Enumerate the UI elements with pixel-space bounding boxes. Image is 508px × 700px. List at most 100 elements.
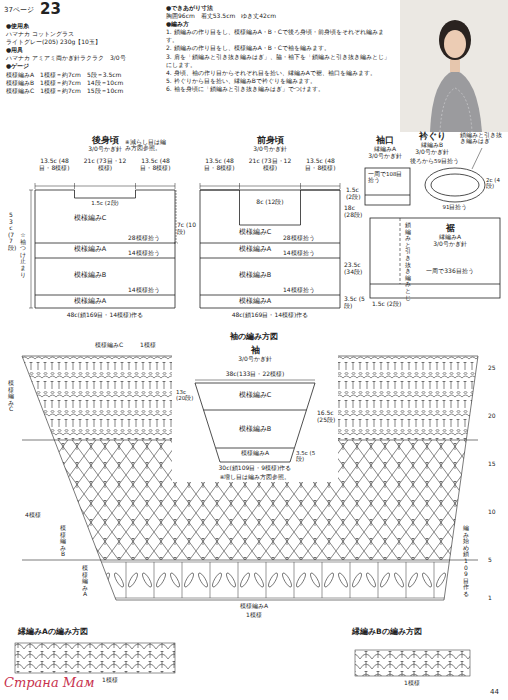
dimension-label: 模様編みB xyxy=(60,525,66,558)
spec-text: 模様編みB 1模様＝約7cm 14段＝10cm xyxy=(6,79,162,87)
spec-text: ライトグレー(205) 230g【10玉】 xyxy=(6,38,162,46)
dimension-label: 模様編みC xyxy=(239,392,272,399)
piece-label: 裾縁編みA3/0号かぎ針 xyxy=(433,224,467,248)
dimension-label: 23.5c (34段) xyxy=(344,262,366,276)
dimension-label: 15 xyxy=(488,461,496,468)
spec-text: 3. 肩を「鎖編みと引き抜き編みはぎ」、脇・袖下を「鎖編みと引き抜き編みとじ」に… xyxy=(166,53,394,69)
dimension-label: 1模様 xyxy=(246,612,262,619)
piece-name: 裾 xyxy=(433,224,467,234)
spec-text: ●編み方 xyxy=(166,20,394,28)
piece-note: 3/0号かぎ針 xyxy=(238,356,272,363)
dimension-label: 20 xyxy=(488,413,496,420)
dimension-label: 37ページ xyxy=(4,6,34,14)
dimension-label: 模様編みB xyxy=(74,272,106,279)
dimension-label: 一周で108目拾う xyxy=(368,171,408,184)
dimension-label: 1.5c (2段) xyxy=(372,301,401,308)
dimension-label: 8c (12段) xyxy=(256,199,283,206)
edging-chart xyxy=(15,643,175,673)
dimension-label: 模様編みB xyxy=(239,272,271,279)
spec-text: 5. 衿ぐりから目を拾い、縁編みBで衿ぐりを編みます。 xyxy=(166,77,394,85)
dimension-label: 48c(鎖169目・14模様)作る xyxy=(67,312,144,319)
spec-text: 胸囲96cm 着丈53.5cm ゆき丈42cm xyxy=(166,12,394,20)
dimension-label: 模様編みC xyxy=(239,229,272,236)
dimension-label: 1模様 xyxy=(404,680,420,687)
piece-name: 前身頃 xyxy=(253,136,287,146)
dimension-label: 模様編みC xyxy=(74,215,107,222)
dimension-label: 13c (20段) xyxy=(176,389,196,402)
piece-note: 縁編みA xyxy=(368,146,402,153)
dimension-label: 38c(133目・22模様) xyxy=(226,371,285,378)
spec-text: ●用具 xyxy=(6,46,162,54)
dimension-label: 1.5c (2段) xyxy=(346,187,365,201)
stitch-chart xyxy=(0,356,508,600)
piece-label: 袖3/0号かぎ針 xyxy=(238,346,272,363)
dimension-label: 48c(鎖169目・14模様)作る xyxy=(232,312,309,319)
dimension-label: 18c (28段) xyxy=(344,205,366,219)
dimension-label: 44 xyxy=(490,688,499,696)
body-schematic xyxy=(29,148,500,308)
dimension-label: 13.5c (48目・8模様) xyxy=(39,158,71,172)
dimension-label: 模様編みB xyxy=(239,426,271,433)
dimension-label: 模様編みA xyxy=(240,603,268,610)
piece-label: 衿ぐり縁編みB3/0号かぎ針 xyxy=(415,132,449,156)
piece-note: 3/0号かぎ針 xyxy=(368,153,402,160)
dimension-label: 1.5c (2段) xyxy=(91,200,118,206)
dimension-label: 模様編みA xyxy=(74,246,106,253)
spec-text: 2. 鎖編みの作り目をし、模様編みA・B・Cで袖を編みます。 xyxy=(166,44,394,52)
dimension-label: 模様編みC xyxy=(8,380,14,413)
dimension-label: 後ろから59目拾う xyxy=(410,158,459,164)
piece-name: 後身頃 xyxy=(88,136,122,146)
dimension-label: 1模様 xyxy=(102,677,118,684)
dimension-label: 21c (73目・12模様) xyxy=(248,158,292,172)
info-column: ●使用糸ハマナカ コットングラスライトグレー(205) 230g【10玉】●用具… xyxy=(6,22,162,95)
piece-note: 3/0号かぎ針 xyxy=(88,146,122,153)
piece-note: 縁編みB xyxy=(415,142,449,149)
spec-text: 1. 鎖編みの作り目をし、模様編みA・B・Cで後ろ身頃・前身頃をそれぞれ編みます… xyxy=(166,28,394,44)
dimension-label: 14模様拾う xyxy=(128,287,160,294)
dimension-label: 13.5c (48目・8模様) xyxy=(204,158,236,172)
dimension-label: 5 xyxy=(488,557,492,564)
dimension-label: 1 xyxy=(488,595,492,602)
dimension-label: 3.5c (5段) xyxy=(344,296,366,310)
spec-text: ハマナカ コットングラス xyxy=(6,30,162,38)
spec-text: ●できあがり寸法 xyxy=(166,4,394,12)
piece-label: 袖口縁編みA3/0号かぎ針 xyxy=(368,136,402,160)
piece-label: 前身頃3/0号かぎ針 xyxy=(253,136,287,153)
dimension-label: 袖の編み方図 xyxy=(230,332,278,341)
spec-text: ●使用糸 xyxy=(6,22,162,30)
dimension-label: 鎖編みと引き抜き編みはぎ xyxy=(460,132,504,145)
dimension-label: 13.5c (48目・8模様) xyxy=(140,158,172,172)
dimension-label: 模様編みA xyxy=(241,450,269,457)
dimension-label: 21c (73目・12模様) xyxy=(83,158,127,172)
dimension-label: 28模様拾う xyxy=(283,235,315,242)
piece-label: 後身頃3/0号かぎ針 xyxy=(88,136,122,153)
page-title: 23 xyxy=(40,1,61,18)
model-photo xyxy=(400,0,508,132)
dimension-label: 4模様 xyxy=(25,512,41,519)
dimension-label: 16.5c (25段) xyxy=(317,410,338,424)
dimension-label: 14模様拾う xyxy=(128,250,160,257)
dimension-label: 30c(鎖109目・9模様)作る xyxy=(219,465,292,472)
piece-note: 3/0号かぎ針 xyxy=(433,241,467,248)
dimension-label: 91目拾う xyxy=(443,204,468,210)
dimension-label: 25 xyxy=(488,365,496,372)
piece-name: 衿ぐり xyxy=(415,132,449,142)
dimension-label: 縁編みBの編み方図 xyxy=(352,628,422,637)
dimension-label: 3.5c (5段) xyxy=(296,450,316,463)
dimension-label: 53c (77段) xyxy=(8,212,14,252)
sleeve-schematic xyxy=(195,380,315,462)
piece-note: 3/0号かぎ針 xyxy=(415,149,449,156)
spec-text: 模様編みC 1模様＝約7cm 15段＝10cm xyxy=(6,87,162,95)
dimension-label: 2c (4段) xyxy=(486,177,505,190)
dimension-label: ☆袖つけ止まり xyxy=(20,232,26,278)
piece-name: 袖 xyxy=(238,346,272,356)
dimension-label: 鎖編みと引き抜き編みとじ xyxy=(405,222,411,301)
dimension-label: 7c (10段) xyxy=(177,222,200,236)
dimension-label: 13.5c (48目・8模様) xyxy=(305,158,337,172)
dimension-label: 模様編みA xyxy=(239,246,271,253)
dimension-label: 一周で336目拾う xyxy=(426,268,473,275)
dimension-label: 縁編みAの編み方図 xyxy=(18,628,88,637)
dimension-label: 14模様拾う xyxy=(283,287,315,294)
spec-text: 4. 身頃、袖の作り目からそれぞれ目を拾い、縁編みAで裾、袖口を編みます。 xyxy=(166,69,394,77)
spec-text: ●ゲージ xyxy=(6,62,162,70)
